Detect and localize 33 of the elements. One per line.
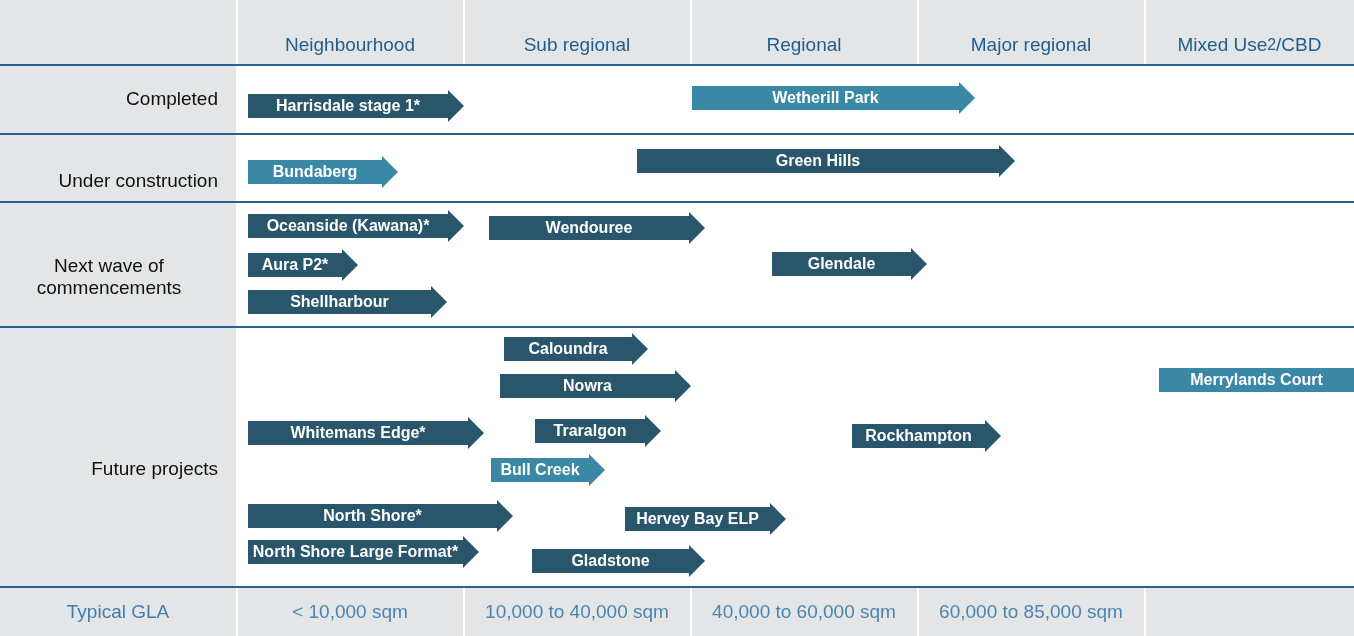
row-header: Future projects: [90, 458, 219, 480]
row-header: Typical GLA: [65, 599, 171, 624]
project-range-banner: Traralgon: [535, 415, 661, 447]
column-header: Sub regional: [522, 33, 632, 57]
project-range-bar: Merrylands Court: [1159, 368, 1354, 392]
row-header: Under construction: [57, 170, 219, 192]
project-range-banner: Glendale: [772, 248, 927, 280]
table-cell-text: 10,000 to 40,000 sqm: [484, 599, 670, 624]
project-range-banner: Rockhampton: [852, 420, 1001, 452]
table-cell-text: 60,000 to 85,000 sqm: [938, 599, 1124, 624]
project-range-banner: Bundaberg: [248, 156, 398, 188]
project-range-banner: Caloundra: [504, 333, 648, 365]
project-range-banner: Wendouree: [489, 212, 705, 244]
project-range-banner: North Shore Large Format*: [248, 536, 479, 568]
project-range-banner: Harrisdale stage 1*: [248, 90, 464, 122]
table-cell-text: < 10,000 sqm: [291, 599, 409, 624]
project-range-banner: Shellharbour: [248, 286, 447, 318]
row-header: Completed: [125, 88, 219, 110]
project-range-banner: Nowra: [500, 370, 691, 402]
column-header: Major regional: [969, 33, 1093, 57]
row-header: Next wave of commencements: [35, 255, 183, 299]
project-range-banner: Green Hills: [637, 145, 1015, 177]
table-cell-text: 40,000 to 60,000 sqm: [711, 599, 897, 624]
project-range-banner: Wetherill Park: [692, 82, 975, 114]
column-header: Neighbourhood: [284, 33, 416, 57]
column-header: Regional: [765, 33, 843, 57]
project-range-banner: Oceanside (Kawana)*: [248, 210, 464, 242]
project-range-banner: Hervey Bay ELP: [625, 503, 786, 535]
project-range-banner: Whitemans Edge*: [248, 417, 484, 449]
project-range-banner: Aura P2*: [248, 249, 358, 281]
project-range-banner: Gladstone: [532, 545, 705, 577]
project-range-banner: North Shore*: [248, 500, 513, 532]
project-range-banner: Bull Creek: [491, 454, 605, 486]
